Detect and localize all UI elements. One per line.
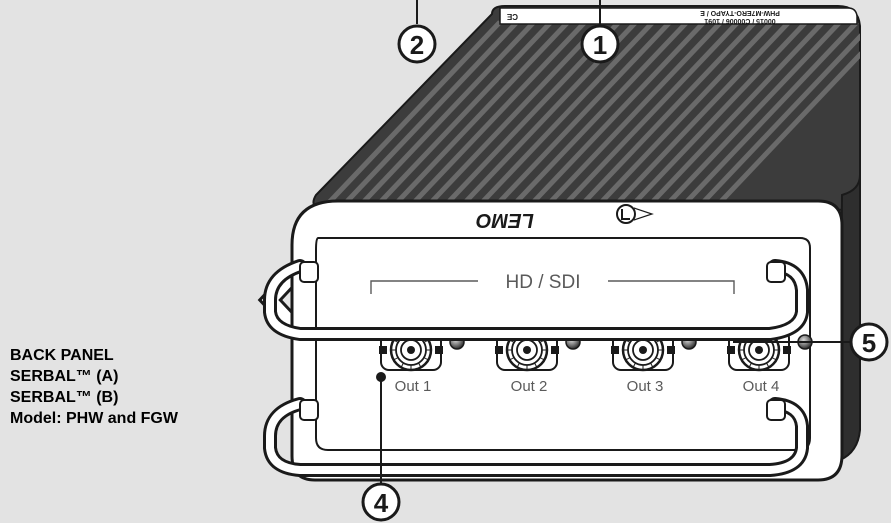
- callout-1-number: 1: [593, 30, 607, 60]
- cooling-fin: [590, 20, 774, 210]
- front-handles: [263, 259, 809, 477]
- bayonet-pin: [727, 346, 735, 354]
- knurl-line: [516, 362, 520, 368]
- center-pin: [639, 346, 647, 354]
- cooling-fin: [352, 20, 536, 210]
- top-label-line1: PHW-M7ERO-TYAPO / E: [700, 9, 780, 16]
- caption-line-2: SERBAL™ (A): [10, 368, 119, 385]
- cooling-fin: [709, 20, 860, 210]
- knurl-line: [625, 357, 631, 361]
- knurl-line: [655, 357, 661, 361]
- cooling-fin: [624, 20, 808, 210]
- bayonet-pin: [495, 346, 503, 354]
- callout-4: 4: [361, 372, 401, 522]
- output-label: Out 3: [627, 378, 664, 395]
- bayonet-pin: [667, 346, 675, 354]
- cooling-fin: [505, 20, 689, 210]
- knurl-line: [650, 362, 654, 368]
- heatsink-body: CE PHW-M7ERO-TYAPO / E 00015 / C00006 / …: [312, 5, 861, 211]
- caption-line-1: BACK PANEL: [10, 347, 114, 364]
- top-label-line2: 00015 / C00006 / 1091: [704, 17, 775, 24]
- lemo-logo: LEMO: [476, 204, 654, 231]
- callout-4-number: 4: [374, 488, 389, 518]
- cooling-fin: [573, 20, 757, 210]
- caption: BACK PANEL SERBAL™ (A) SERBAL™ (B) Model…: [10, 345, 178, 429]
- knurl-line: [393, 357, 399, 361]
- output-label: Out 4: [743, 378, 780, 395]
- callout-2-number: 2: [410, 30, 424, 60]
- output-label: Out 1: [395, 378, 432, 395]
- cooling-fin: [369, 20, 553, 210]
- bayonet-pin: [551, 346, 559, 354]
- cooling-fin: [335, 20, 519, 210]
- callout-1: 1: [580, 0, 620, 64]
- caption-line-3: SERBAL™ (B): [10, 389, 119, 406]
- knurl-line: [534, 362, 538, 368]
- knurl-line: [539, 357, 545, 361]
- bayonet-pin: [379, 346, 387, 354]
- cooling-fin: [403, 20, 587, 210]
- caption-line-4: Model: PHW and FGW: [10, 410, 178, 427]
- cooling-fins: [318, 20, 860, 210]
- bayonet-pin: [783, 346, 791, 354]
- knurl-line: [509, 357, 515, 361]
- cooling-fin: [539, 20, 723, 210]
- cooling-fin: [471, 20, 655, 210]
- callout-5: 5: [733, 322, 889, 362]
- output-label: Out 2: [511, 378, 548, 395]
- knurl-line: [418, 362, 422, 368]
- knurl-line: [741, 357, 747, 361]
- bayonet-pin: [435, 346, 443, 354]
- lemo-emblem-icon: [616, 204, 654, 224]
- knurl-line: [748, 362, 752, 368]
- bnc-connectors: Out 1 Out 2 Out 3 Out 4: [379, 328, 813, 395]
- cooling-fin: [522, 20, 706, 210]
- callout-5-number: 5: [862, 328, 876, 358]
- top-mark: CE: [506, 12, 518, 21]
- cooling-fin: [556, 20, 740, 210]
- knurl-line: [771, 357, 777, 361]
- body-side: [838, 174, 861, 462]
- center-pin: [407, 346, 415, 354]
- center-pin: [755, 346, 763, 354]
- cooling-fin: [420, 20, 604, 210]
- knurl-line: [400, 362, 404, 368]
- cooling-fin: [658, 20, 842, 210]
- cooling-fin: [607, 20, 791, 210]
- cooling-fin: [675, 20, 859, 210]
- hd-sdi-bracket: [370, 280, 735, 294]
- brand-text: LEMO: [476, 209, 534, 231]
- center-pin: [523, 346, 531, 354]
- cooling-fin: [488, 20, 672, 210]
- cooling-fin: [641, 20, 825, 210]
- cooling-fin: [692, 20, 860, 210]
- hd-sdi-label: HD / SDI: [506, 272, 581, 293]
- knurl-line: [632, 362, 636, 368]
- knurl-line: [423, 357, 429, 361]
- cooling-fin: [318, 20, 502, 210]
- knurl-line: [766, 362, 770, 368]
- bayonet-pin: [611, 346, 619, 354]
- cooling-fin: [386, 20, 570, 210]
- callout-2: 2: [397, 0, 437, 64]
